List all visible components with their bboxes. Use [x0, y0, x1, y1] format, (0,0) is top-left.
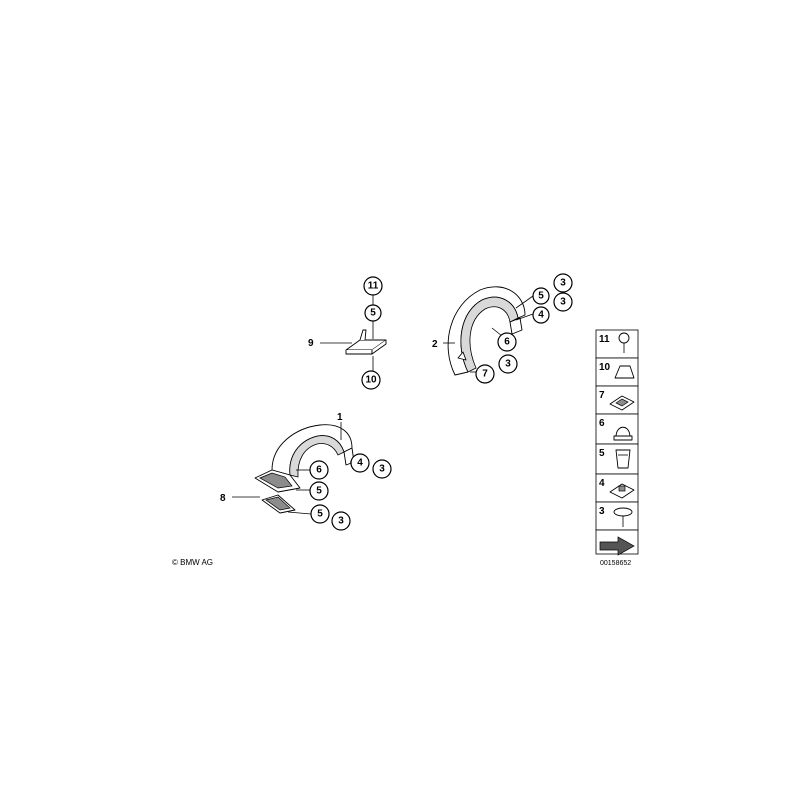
callout-7-rear[interactable]: 7: [475, 364, 495, 384]
callout-5-rear[interactable]: 5: [532, 287, 550, 305]
callout-3-rear-c[interactable]: 3: [498, 354, 518, 374]
callout-3-rear-c-label: 3: [505, 359, 511, 370]
callout-4-front-label: 4: [357, 458, 363, 469]
callout-5-front[interactable]: 5: [309, 481, 329, 501]
callout-3-rear-a[interactable]: 3: [553, 273, 573, 293]
label-9: 9: [308, 338, 314, 349]
clip-icon: [609, 395, 635, 411]
callout-3-part8-label: 3: [338, 516, 344, 527]
callout-5-front-label: 5: [316, 486, 322, 497]
callout-3-front-a-label: 3: [379, 464, 385, 475]
wheel-arch-liner-front: [254, 424, 355, 493]
callout-6-rear[interactable]: 6: [497, 332, 517, 352]
callout-6-front-label: 6: [316, 465, 322, 476]
bracket-group: 11 5 10 9: [308, 276, 387, 390]
bracket-part: [345, 329, 387, 355]
callout-4-front[interactable]: 4: [350, 453, 370, 473]
callout-10-bracket-label: 10: [365, 375, 377, 386]
legend-6-label: 6: [599, 418, 605, 429]
label-2: 2: [432, 339, 438, 350]
callout-11-top-label: 11: [368, 281, 379, 292]
washer-screw-icon: [613, 507, 633, 527]
callout-11-top[interactable]: 11: [363, 276, 383, 296]
legend-item-3[interactable]: [595, 501, 639, 531]
legend-10-label: 10: [599, 362, 611, 373]
wheel-arch-liner-rear: [447, 286, 526, 376]
plug-icon: [613, 426, 633, 441]
nut-icon: [614, 365, 635, 379]
copyright: © BMW AG: [172, 558, 213, 567]
legend-7-label: 7: [599, 390, 605, 401]
callout-4-rear-label: 4: [538, 310, 544, 321]
callout-5-rear-label: 5: [538, 291, 544, 302]
legend-5-label: 5: [599, 448, 605, 459]
callout-4-rear[interactable]: 4: [532, 306, 550, 324]
callout-3-rear-b[interactable]: 3: [553, 292, 573, 312]
callout-5-part8-label: 5: [317, 509, 323, 520]
callout-3-rear-a-label: 3: [560, 278, 566, 289]
callout-3-part8[interactable]: 3: [331, 511, 351, 531]
legend-11-label: 11: [599, 334, 610, 345]
callout-3-front-a[interactable]: 3: [372, 459, 392, 479]
legend-4-label: 4: [599, 478, 605, 489]
callout-5-bracket[interactable]: 5: [364, 304, 382, 322]
callout-5-bracket-label: 5: [370, 308, 376, 319]
screw-icon: [618, 332, 630, 353]
arrow-icon: [599, 536, 635, 556]
callout-7-rear-label: 7: [482, 369, 488, 380]
part-8: [261, 494, 296, 514]
callout-10-bracket[interactable]: 10: [361, 370, 381, 390]
parts-legend: 11 10 7 6 5 4: [595, 329, 639, 556]
flat-clip-icon: [609, 483, 635, 499]
liner-2-group: 2 5 3 3 4 6 7 3: [432, 273, 573, 384]
label-1: 1: [337, 412, 343, 423]
legend-3-label: 3: [599, 506, 605, 517]
diagram-id: 00158652: [600, 560, 631, 567]
callout-5-part8[interactable]: 5: [310, 504, 330, 524]
spring-nut-icon: [615, 449, 631, 469]
callout-6-front[interactable]: 6: [309, 460, 329, 480]
label-8: 8: [220, 493, 226, 504]
callout-3-rear-b-label: 3: [560, 297, 566, 308]
callout-6-rear-label: 6: [504, 337, 510, 348]
liner-1-group: 1 6 4 3 5 8 5 3: [220, 412, 392, 531]
